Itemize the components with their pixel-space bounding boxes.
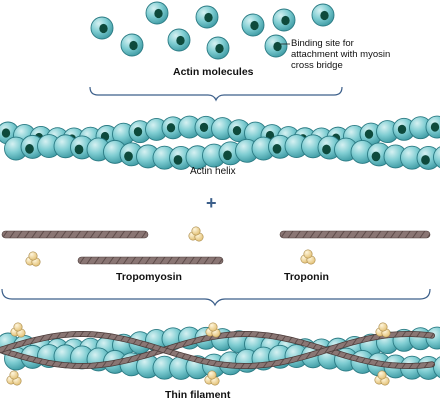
tropomyosin-strand (1, 230, 149, 239)
binding-site (322, 144, 331, 155)
actin-molecule (90, 16, 114, 40)
binding-site (273, 41, 282, 52)
tropomyosin-strand (279, 230, 431, 239)
troponin-complex (374, 370, 390, 386)
thin-filament-label: Thin filament (165, 389, 231, 401)
troponin-complex (205, 322, 221, 338)
actin-helix-label: Actin helix (190, 166, 236, 177)
binding-site (232, 126, 242, 136)
actin-molecule (120, 33, 144, 57)
actin-molecule (311, 3, 335, 27)
actin-molecule (392, 117, 416, 141)
troponin-complex (25, 251, 41, 267)
binding-site (199, 122, 209, 132)
actin-molecule (169, 146, 193, 170)
bracket-bottom (1, 288, 431, 307)
actin-molecule (241, 13, 265, 37)
actin-molecule (161, 116, 185, 140)
binding-site (250, 20, 259, 31)
binding-site-label-line3: cross bridge (291, 60, 343, 71)
thin-filament (0, 322, 440, 386)
binding-site (99, 23, 108, 34)
actin-molecule (167, 28, 191, 52)
tropomyosin-label: Tropomyosin (116, 271, 182, 283)
filament-components (1, 226, 431, 267)
binding-site (1, 128, 11, 138)
actin-helix (0, 115, 440, 170)
actin-molecule (433, 146, 440, 169)
binding-site (166, 123, 176, 133)
binding-site (173, 155, 183, 165)
troponin-complex (6, 370, 22, 386)
tropomyosin-strand (0, 331, 435, 369)
binding-site (364, 129, 374, 139)
troponin-complex (375, 322, 391, 338)
binding-site (133, 127, 143, 137)
binding-site (223, 150, 232, 161)
binding-site (371, 151, 381, 162)
troponin-complex (204, 370, 220, 386)
actin-molecule (272, 8, 296, 32)
binding-site (421, 155, 430, 165)
actin-molecule (264, 34, 288, 58)
troponin-complex (188, 226, 204, 242)
binding-site-label-line2: attachment with myosin (291, 49, 391, 60)
free-actin-molecules (90, 1, 335, 60)
binding-site (272, 144, 282, 154)
actin-molecule (128, 120, 152, 144)
binding-site (154, 8, 163, 19)
troponin-label: Troponin (284, 271, 329, 283)
actin-molecule (145, 1, 169, 25)
binding-site (215, 43, 224, 54)
binding-site-label-line1: Binding site for (291, 38, 354, 49)
binding-site (124, 151, 133, 162)
actin-molecule (425, 115, 440, 139)
binding-site (25, 144, 34, 154)
actin-molecule (433, 356, 440, 379)
actin-molecules-label: Actin molecules (173, 66, 254, 78)
binding-site (74, 144, 84, 155)
binding-site (320, 10, 329, 21)
binding-site (129, 40, 138, 51)
binding-site (176, 35, 185, 46)
tropomyosin-strand (77, 256, 224, 265)
plus-sign: + (206, 193, 217, 213)
actin-molecule (206, 36, 230, 60)
bracket-top (89, 86, 343, 102)
binding-site (204, 12, 213, 23)
troponin-complex (10, 322, 26, 338)
binding-site (281, 15, 290, 26)
binding-site (430, 122, 440, 132)
binding-site (397, 124, 407, 134)
actin-molecule (195, 5, 219, 29)
troponin-complex (300, 249, 316, 265)
